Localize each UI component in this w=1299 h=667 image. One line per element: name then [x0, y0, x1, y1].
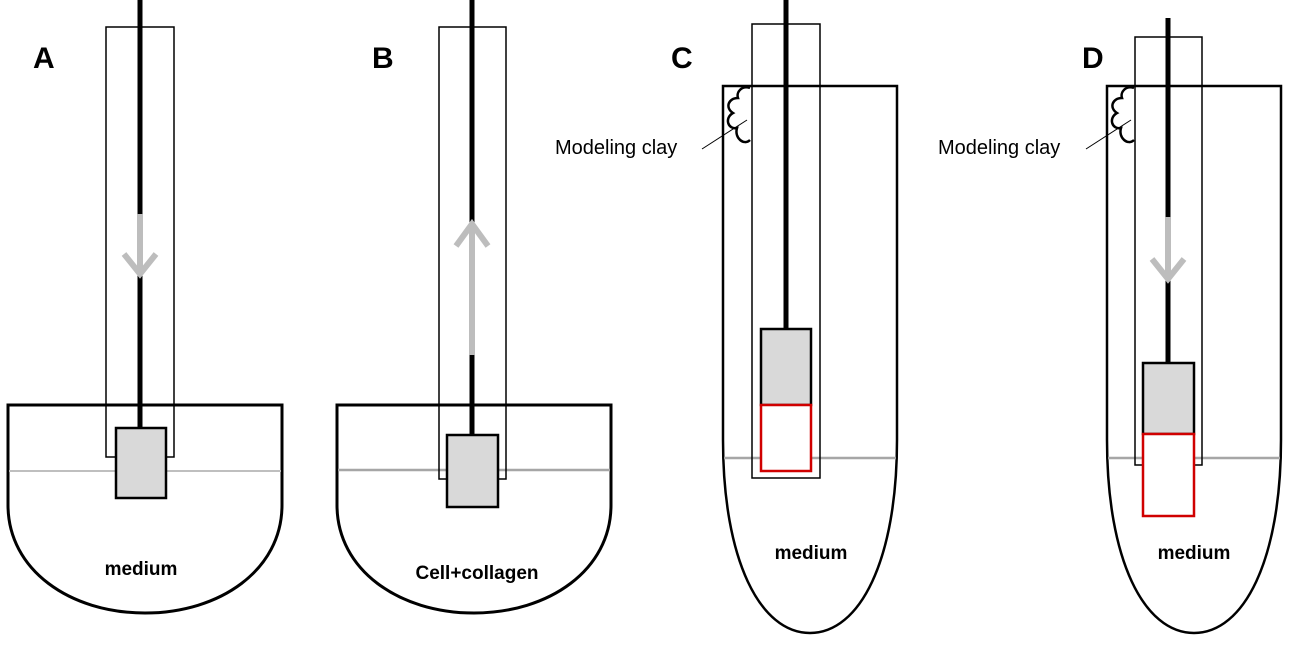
vessel-label-b: Cell+collagen: [415, 563, 538, 584]
callout-line-d: [1085, 119, 1132, 150]
panel-letter-a: A: [33, 42, 55, 75]
modeling-clay-c: [726, 86, 751, 144]
panel-letter-c: C: [671, 42, 693, 75]
callout-line-c: [701, 119, 748, 150]
dish-b: [335, 403, 613, 615]
vessel-label-a: medium: [105, 559, 178, 580]
modeling-clay-d: [1110, 86, 1135, 144]
panel-a: A medium: [6, 0, 284, 615]
callout-label-c: Modeling clay: [555, 137, 677, 159]
vessel-label-c: medium: [775, 543, 848, 564]
sample-block-b: [445, 433, 500, 509]
sample-block-d: [1141, 361, 1196, 436]
panel-letter-d: D: [1082, 42, 1104, 75]
vessel-label-d: medium: [1158, 543, 1231, 564]
panel-letter-b: B: [372, 42, 394, 75]
arrow-down-icon: [1149, 217, 1187, 284]
sample-block-c: [759, 327, 813, 407]
arrow-down-icon: [121, 214, 159, 279]
panel-d: D Modeling clay medium: [938, 18, 1283, 635]
dish-a: [6, 403, 284, 615]
gel-region-d: [1141, 432, 1196, 518]
panel-b: B Cell+collagen: [335, 0, 613, 615]
arrow-up-icon: [453, 218, 491, 355]
panel-c: C Modeling clay medium: [555, 0, 899, 635]
gel-region-c: [759, 403, 813, 473]
sample-block-a: [114, 426, 168, 500]
callout-label-d: Modeling clay: [938, 137, 1060, 159]
